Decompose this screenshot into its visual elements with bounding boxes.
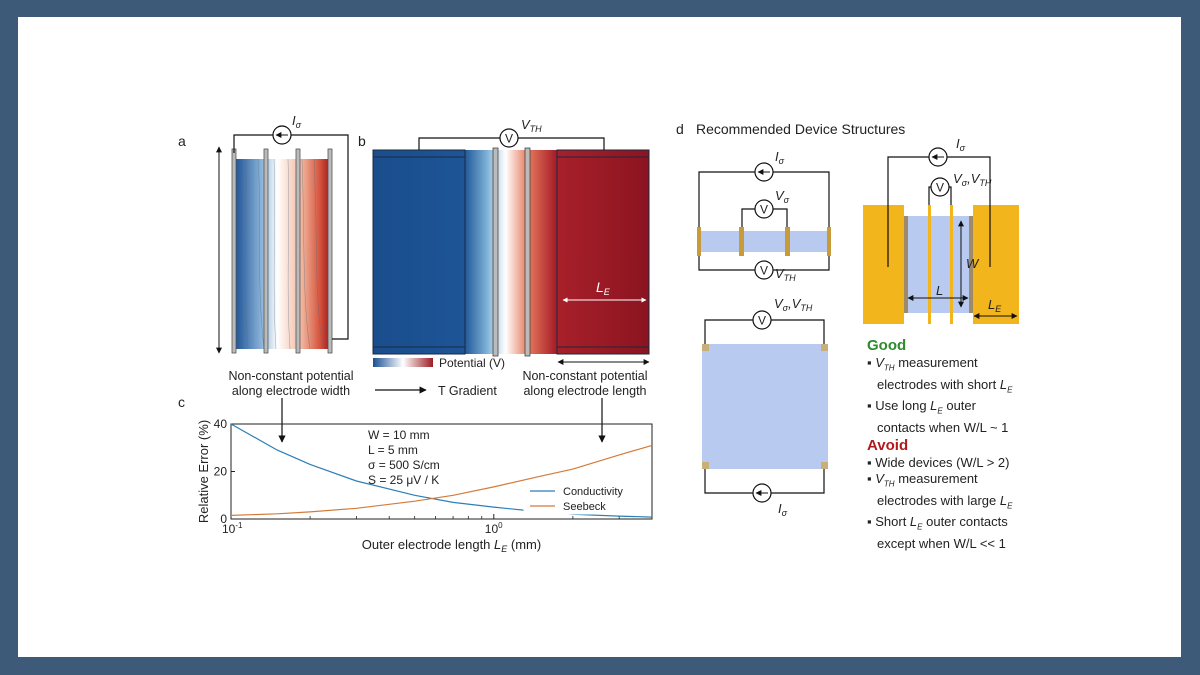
caption-b-line1: Non-constant potential (522, 369, 647, 383)
device-bar-electrodes (697, 227, 831, 256)
current-label-a: Iσ (292, 113, 302, 130)
device-square: V Vσ,VTH Iσ (702, 296, 828, 518)
panel-d: d Recommended Device Structures Iσ V Vσ … (676, 121, 1019, 518)
device-bar-current-label: Iσ (775, 149, 785, 166)
good-item-2-line1: ▪ Use long LE outer (867, 398, 976, 416)
voltage-label-b: VTH (521, 117, 542, 134)
caption-a-line2: along electrode width (232, 384, 350, 398)
device-large-le-label: LE (988, 297, 1002, 314)
good-heading: Good (867, 337, 907, 354)
panel-c-label: c (178, 394, 185, 410)
panel-a: a Iσ Non-constant potential along electr… (178, 113, 354, 443)
device-bar-vth-meter-icon (754, 260, 774, 280)
good-item-2-line2: contacts when W/L ~ 1 (877, 419, 1009, 435)
device-square-current-label: Iσ (778, 501, 788, 518)
device-large-contacts: Iσ V Vσ,VTH W L LE (863, 136, 1019, 324)
good-list: ▪ VTH measurement electrodes with short … (867, 355, 1057, 436)
device-large-meter-letter: V (936, 181, 944, 195)
y-tick-label: 20 (214, 465, 228, 479)
avoid-item-2-line2: electrodes with large LE (877, 492, 1013, 511)
param-sigma: σ = 500 S/cm (368, 458, 440, 472)
avoid-list: ▪ Wide devices (W/L > 2) ▪ VTH measureme… (867, 455, 1067, 552)
legend-box (523, 481, 651, 515)
legend-label-seebeck: Seebeck (563, 501, 606, 513)
channel-b-potential-map (373, 150, 649, 354)
avoid-item-3-line2: except when W/L << 1 (877, 535, 1006, 551)
param-s: S = 25 μV / K (368, 473, 439, 487)
device-bar-vsigma-meter-icon (754, 199, 774, 219)
panel-b-label: b (358, 133, 366, 149)
device-large-left-contact (863, 205, 904, 324)
avoid-item-3-line1: ▪ Short LE outer contacts (867, 514, 1008, 532)
outer-electrodes-b (372, 149, 650, 355)
series-line-seebeck (230, 444, 653, 516)
figure-canvas: a Iσ Non-constant potential along electr… (178, 113, 1019, 554)
device-large-left-edge (904, 216, 908, 313)
equipotential-lines-a (245, 158, 325, 350)
x-tick-label: 10-1 (222, 521, 243, 536)
good-item-1-line1: ▪ VTH measurement (867, 355, 978, 373)
device-bar-vsigma-letter: V (760, 203, 768, 217)
device-large-current-label: Iσ (956, 136, 966, 153)
param-l: L = 5 mm (368, 443, 418, 457)
caption-b-line2: along electrode length (523, 384, 646, 398)
device-bar-vsigma-label: Vσ (775, 188, 790, 205)
inner-electrodes-b (492, 147, 531, 357)
device-large-l-label: L (936, 283, 943, 298)
x-tick-label: 100 (485, 521, 503, 536)
current-loop-a (233, 134, 349, 340)
le-label-b: LE (596, 279, 611, 297)
caption-a-line1: Non-constant potential (228, 369, 353, 383)
device-bar-vth-letter: V (760, 264, 768, 278)
colorbar-label: Potential (V) (439, 356, 505, 370)
avoid-item-1: ▪ Wide devices (W/L > 2) (867, 455, 1010, 470)
chart-params: W = 10 mm L = 5 mm σ = 500 S/cm S = 25 μ… (368, 428, 440, 487)
avoid-heading: Avoid (867, 437, 909, 454)
voltmeter-b-icon (499, 128, 519, 148)
t-gradient-label: T Gradient (438, 384, 497, 398)
good-item-1-line2: electrodes with short LE (877, 376, 1013, 395)
potential-colorbar (373, 358, 433, 367)
device-bar-vth-label: VTH (775, 266, 796, 283)
device-square-v-label: Vσ,VTH (774, 296, 813, 313)
device-square-contacts (702, 344, 828, 469)
device-large-right-contact (973, 205, 1019, 324)
device-large-inner-electrodes (928, 205, 953, 324)
channel-a-potential-map (234, 159, 330, 349)
device-large-right-edge (969, 216, 973, 313)
device-square-meter-letter: V (758, 314, 766, 328)
device-large-v-label: Vσ,VTH (953, 171, 992, 188)
panel-b: b V VTH LE Potential (V) T Gradient Non-… (358, 117, 650, 443)
device-bar: Iσ V Vσ V VTH (697, 149, 831, 283)
legend-label-conductivity: Conductivity (563, 486, 623, 498)
y-axis-label: Relative Error (%) (196, 420, 211, 523)
voltmeter-b-letter: V (505, 132, 513, 146)
device-square-channel (702, 344, 828, 469)
panel-d-label: d (676, 121, 684, 137)
device-square-voltmeter-icon (752, 310, 772, 330)
y-tick-label: 0 (220, 512, 227, 526)
y-tick-label: 40 (214, 417, 228, 431)
series-line-conductivity (230, 423, 653, 518)
electrodes-a (231, 148, 333, 354)
x-axis-label: Outer electrode length LE (mm) (362, 537, 541, 554)
device-bar-channel (698, 231, 830, 252)
device-large-w-label: W (966, 256, 980, 271)
avoid-item-2-line1: ▪ VTH measurement (867, 471, 978, 489)
param-w: W = 10 mm (368, 428, 430, 442)
slide: a Iσ Non-constant potential along electr… (18, 17, 1181, 657)
device-large-voltmeter-icon (930, 177, 950, 197)
panel-a-label: a (178, 133, 186, 149)
panel-d-title: Recommended Device Structures (696, 121, 905, 137)
